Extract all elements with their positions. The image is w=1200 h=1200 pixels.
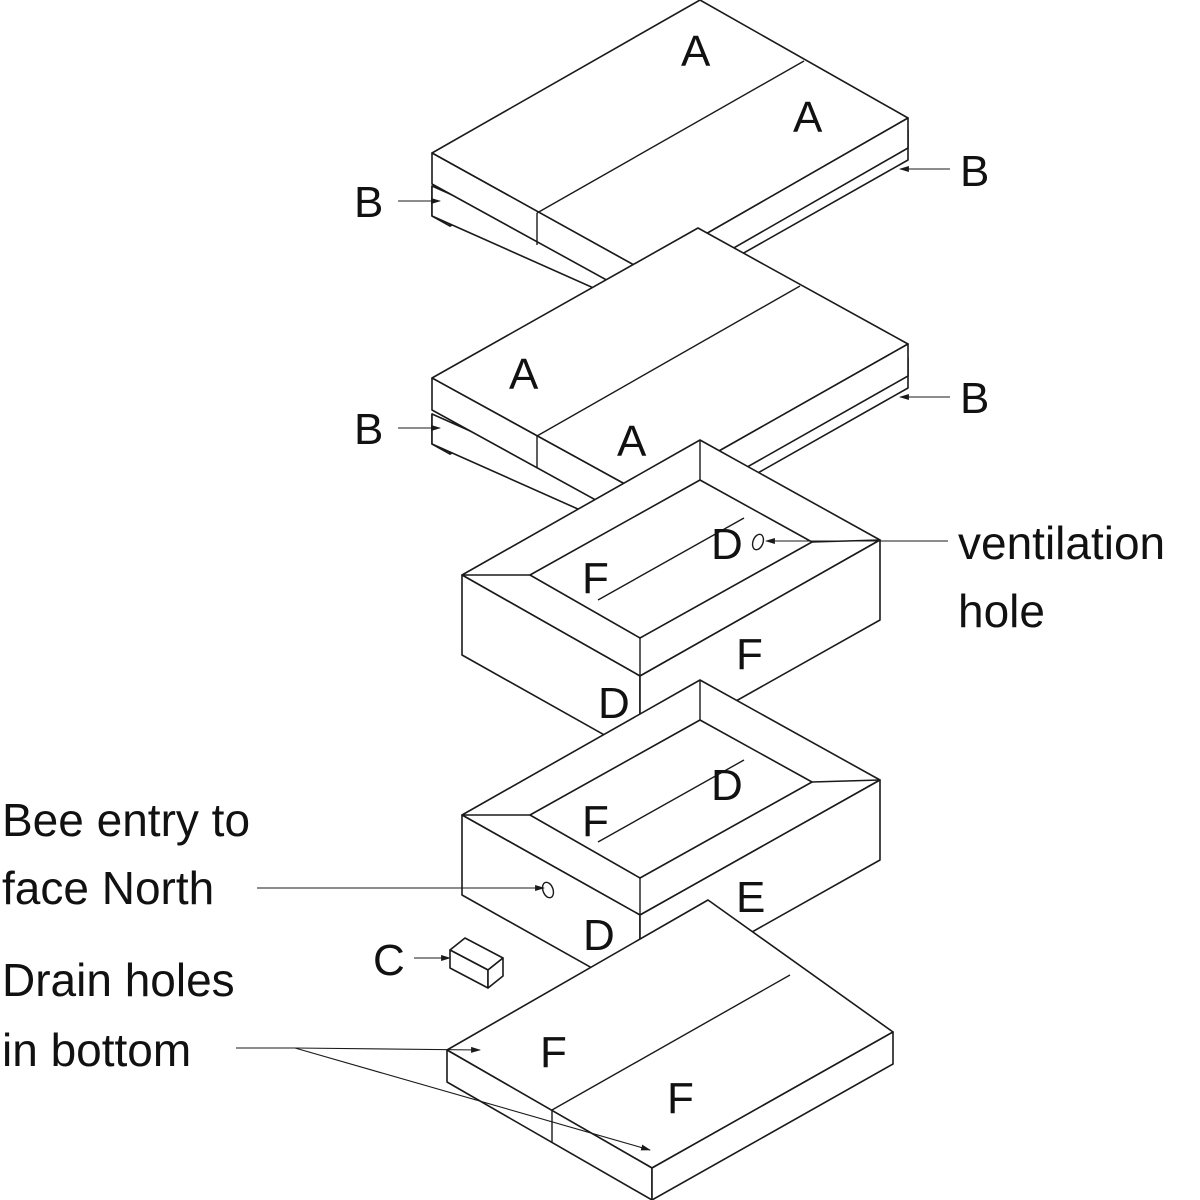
part-labels: A A B B A A B B D F F D D F E D C F F <box>354 27 989 1123</box>
note-drain-line2: in bottom <box>2 1024 191 1076</box>
label-f-upper-right: F <box>736 630 763 679</box>
note-ventilation-line1: ventilation <box>958 517 1165 569</box>
label-f-upper-left: F <box>582 554 609 603</box>
label-a-top-1: A <box>681 27 711 76</box>
note-ventilation-line2: hole <box>958 585 1045 637</box>
note-bee-entry-line2: face North <box>2 862 214 914</box>
callout-notes: ventilation hole Bee entry to face North… <box>2 517 1165 1076</box>
label-b-top-left: B <box>354 178 383 227</box>
label-d-upper-front: D <box>598 679 630 728</box>
label-f-base-left: F <box>540 1028 567 1077</box>
label-f-lower: F <box>582 797 609 846</box>
label-b-top-right: B <box>960 147 989 196</box>
label-a-second-2: A <box>617 417 647 466</box>
label-a-second-1: A <box>509 350 539 399</box>
label-f-base-right: F <box>667 1074 694 1123</box>
base-board <box>446 899 894 1200</box>
label-c: C <box>373 936 405 985</box>
label-b-second-right: B <box>960 374 989 423</box>
label-e-lower: E <box>736 873 765 922</box>
label-d-lower-inner: D <box>711 761 743 810</box>
note-bee-entry-line1: Bee entry to <box>2 794 250 846</box>
label-a-top-2: A <box>793 93 823 142</box>
label-b-second-left: B <box>354 405 383 454</box>
leader-lines <box>236 166 950 1151</box>
note-drain-line1: Drain holes <box>2 954 235 1006</box>
label-d-upper-inner: D <box>711 520 743 569</box>
block-c <box>449 937 504 989</box>
label-d-lower-front: D <box>583 911 615 960</box>
